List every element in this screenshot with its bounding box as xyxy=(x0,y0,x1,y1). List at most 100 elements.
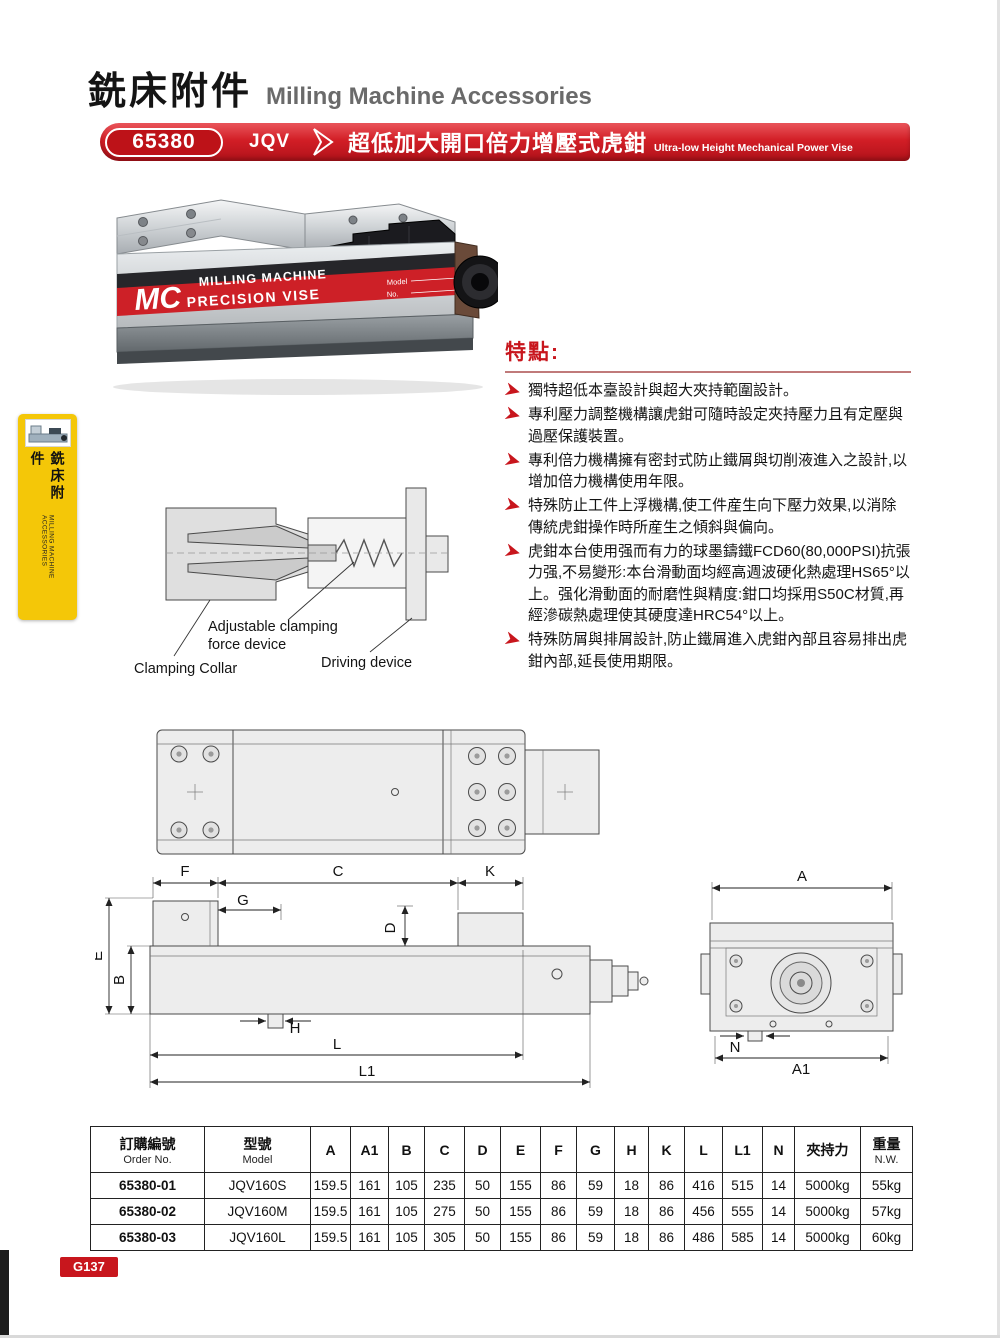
value-cell: 235 xyxy=(424,1172,465,1199)
label-driving-device: Driving device xyxy=(321,655,413,671)
label-adjustable-device: Adjustable clamping force device xyxy=(208,619,338,654)
feature-text: 專利壓力調整機構讓虎鉗可隨時設定夾持壓力且有定壓與過壓保護裝置。 xyxy=(528,406,904,445)
value-cell: 161 xyxy=(350,1172,389,1199)
model-header-zh: 型號 xyxy=(243,1135,272,1152)
value-cell: 585 xyxy=(722,1224,763,1251)
front-dimension-lines xyxy=(712,884,892,1062)
dim-label-h: H xyxy=(290,1020,301,1037)
feature-item: 獨特超低本臺設計與超大夾持範圍設計。 xyxy=(505,380,911,401)
page-number-badge: G137 xyxy=(60,1257,118,1277)
feature-text: 獨特超低本臺設計與超大夾持範圍設計。 xyxy=(528,382,799,399)
col-header-g: G xyxy=(576,1126,615,1173)
value-cell: 275 xyxy=(424,1198,465,1225)
col-header-a1: A1 xyxy=(350,1126,389,1173)
value-cell: 161 xyxy=(350,1198,389,1225)
value-cell: 86 xyxy=(648,1224,685,1251)
value-cell: 50 xyxy=(464,1172,501,1199)
mechanism-cross-section xyxy=(165,487,450,657)
col-header-e: E xyxy=(500,1126,541,1173)
features-section: 特點: 獨特超低本臺設計與超大夾持範圍設計。 專利壓力調整機構讓虎鉗可隨時設定夾… xyxy=(505,336,911,675)
value-cell: 59 xyxy=(576,1198,615,1225)
value-cell: 515 xyxy=(722,1172,763,1199)
features-list: 獨特超低本臺設計與超大夾持範圍設計。 專利壓力調整機構讓虎鉗可隨時設定夾持壓力且… xyxy=(505,380,911,672)
feature-item: 專利壓力調整機構讓虎鉗可隨時設定夾持壓力且有定壓與過壓保護裝置。 xyxy=(505,404,911,447)
bolt-hole-centers xyxy=(176,751,510,833)
model-cell: JQV160S xyxy=(204,1172,311,1199)
product-photo-art: MC MILLING MACHINE PRECISION VISE Model … xyxy=(113,199,507,395)
value-cell: 86 xyxy=(540,1198,577,1225)
table-row: 65380-01 JQV160S 159.5 161 105 235 50 15… xyxy=(90,1172,913,1199)
model-header-en: Model xyxy=(242,1153,273,1166)
order-no-cell: 65380-03 xyxy=(90,1224,205,1251)
crosshair-marks xyxy=(187,784,573,800)
bullet-arrow-icon xyxy=(505,452,522,468)
table-row: 65380-02 JQV160M 159.5 161 105 275 50 15… xyxy=(90,1198,913,1225)
value-cell: 14 xyxy=(762,1224,795,1251)
product-name-en: Ultra-low Height Mechanical Power Vise xyxy=(654,142,853,154)
value-cell: 50 xyxy=(464,1198,501,1225)
dimension-lines xyxy=(105,879,590,1086)
col-header-c: C xyxy=(424,1126,465,1173)
dim-label-c: C xyxy=(333,863,344,880)
screw-assembly xyxy=(453,241,507,319)
weight-cell: 57kg xyxy=(860,1198,913,1225)
chapter-tab-label-zh: 銑床附件 xyxy=(29,451,66,502)
value-cell: 14 xyxy=(762,1198,795,1225)
col-header-force: 夾持力 xyxy=(794,1126,861,1173)
dim-label-l1: L1 xyxy=(359,1063,376,1080)
dim-label-f: F xyxy=(180,863,189,880)
page-header: 銑床附件 Milling Machine Accessories xyxy=(88,60,592,115)
col-header-h: H xyxy=(614,1126,649,1173)
value-cell: 416 xyxy=(684,1172,723,1199)
page-title-en: Milling Machine Accessories xyxy=(266,83,592,110)
value-cell: 86 xyxy=(540,1172,577,1199)
col-header-k: K xyxy=(648,1126,685,1173)
value-cell: 155 xyxy=(500,1198,541,1225)
col-header-a: A xyxy=(310,1126,351,1173)
bullet-arrow-icon xyxy=(505,382,522,398)
value-cell: 105 xyxy=(388,1224,425,1251)
chapter-tab[interactable]: 銑床附件 MILLING MACHINE ACCESSORIES xyxy=(18,414,77,620)
value-cell: 159.5 xyxy=(310,1224,351,1251)
force-cell: 5000kg xyxy=(794,1224,861,1251)
model-cell: JQV160L xyxy=(204,1224,311,1251)
page-edge-bottom xyxy=(0,1335,1000,1338)
col-header-l: L xyxy=(684,1126,723,1173)
bullet-arrow-icon xyxy=(505,632,522,648)
force-header: 夾持力 xyxy=(806,1141,849,1158)
extension-lines xyxy=(105,877,591,1088)
photo-model-label: Model xyxy=(387,277,408,287)
feature-text: 專利倍力機構擁有密封式防止鐵屑與切削液進入之設計,以增加倍力機構使用年限。 xyxy=(528,451,908,491)
photo-red-band xyxy=(117,266,473,316)
order-no-cell: 65380-01 xyxy=(90,1172,205,1199)
model-cell: JQV160M xyxy=(204,1198,311,1225)
force-cell: 5000kg xyxy=(794,1172,861,1199)
product-code: 65380 xyxy=(132,130,196,153)
fixed-jaw-block xyxy=(116,199,306,255)
feature-item: 特殊防止工件上浮機構,使工件産生向下壓力效果,以消除傳統虎鉗操作時所産生之傾斜與… xyxy=(505,495,911,538)
col-header-n: N xyxy=(762,1126,795,1173)
dim-label-e: E xyxy=(95,951,106,961)
bullet-arrow-icon xyxy=(505,407,522,423)
product-photo: MC MILLING MACHINE PRECISION VISE Model … xyxy=(103,186,507,398)
dimension-labels: F C K G D E B H L L1 xyxy=(95,863,495,1080)
dim-label-n: N xyxy=(730,1039,741,1056)
bullet-arrow-icon xyxy=(505,544,522,560)
value-cell: 155 xyxy=(500,1172,541,1199)
binding-spine xyxy=(0,1250,9,1338)
feature-item: 虎鉗本台使用强而有力的球墨鑄鐵FCD60(80,000PSI)抗張力强,不易變形… xyxy=(505,541,911,626)
page-title-zh: 銑床附件 xyxy=(88,71,253,113)
col-header-l1: L1 xyxy=(722,1126,763,1173)
col-header-d: D xyxy=(464,1126,501,1173)
product-name-zh: 超低加大開口倍力增壓式虎鉗 xyxy=(348,131,648,156)
features-divider xyxy=(505,371,911,373)
dim-label-b: B xyxy=(111,975,128,985)
value-cell: 105 xyxy=(388,1198,425,1225)
photo-brand: MC xyxy=(133,281,183,317)
value-cell: 18 xyxy=(614,1172,649,1199)
page-edge-right xyxy=(997,0,1000,1338)
top-view-drawing xyxy=(156,729,600,855)
value-cell: 86 xyxy=(648,1172,685,1199)
